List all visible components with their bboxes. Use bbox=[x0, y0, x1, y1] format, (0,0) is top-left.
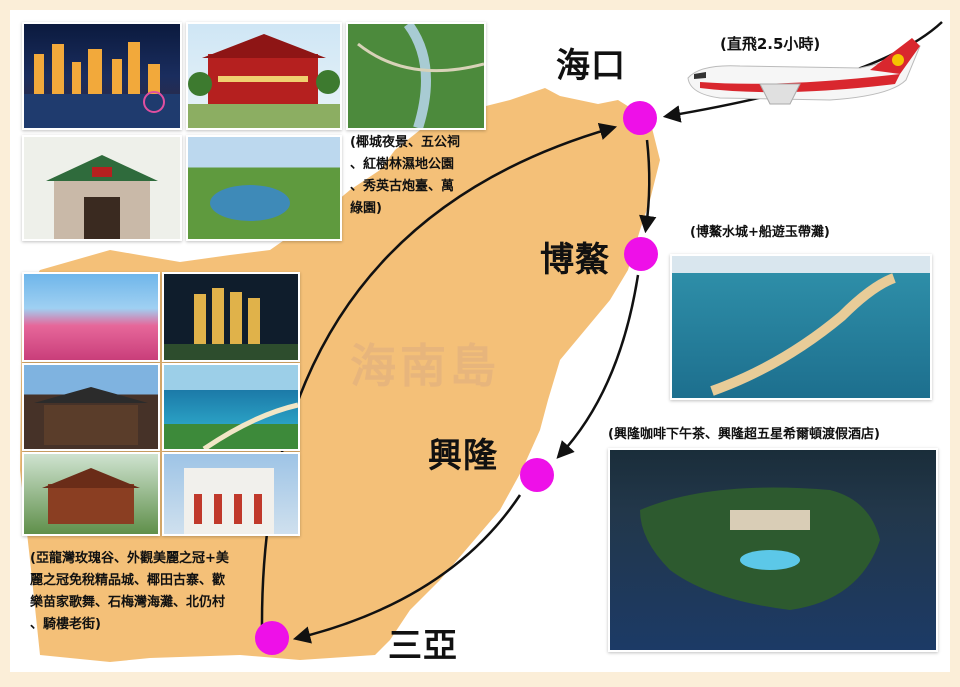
marker-sanya bbox=[255, 621, 289, 655]
photo-rose-valley bbox=[22, 272, 160, 362]
sanya-desc-line: (亞龍灣玫瑰谷、外觀美麗之冠+美 bbox=[30, 551, 229, 566]
xinglong-attractions: (興隆咖啡下午茶、興隆超五星希爾頓渡假酒店) bbox=[608, 427, 880, 442]
photo-mangrove-park bbox=[346, 22, 486, 130]
airplane-graphic bbox=[687, 38, 921, 105]
marker-xinglong bbox=[520, 458, 554, 492]
photo-boao-jade-belt-beach bbox=[670, 254, 932, 400]
photo-shimei-bay bbox=[162, 363, 300, 451]
photo-miao-performance bbox=[22, 452, 160, 536]
photo-city-night bbox=[22, 22, 182, 130]
route-xinglong-sanya bbox=[292, 494, 522, 644]
haikou-desc-line: 綠園) bbox=[350, 201, 382, 216]
photo-crown-hotel bbox=[162, 272, 300, 362]
route-boao-xinglong bbox=[556, 274, 640, 459]
boao-attractions: (博鰲水城+船遊玉帶灘) bbox=[690, 225, 830, 240]
photo-wugong-temple bbox=[186, 22, 342, 130]
marker-boao bbox=[624, 237, 658, 271]
photo-wanlv-park bbox=[186, 135, 342, 241]
haikou-attractions: (椰城夜景、五公祠 、紅樹林濕地公園 、秀英古炮臺、萬 綠園) bbox=[350, 132, 490, 220]
city-label-boao: 博鰲 bbox=[540, 240, 610, 280]
island-name: 海南島 bbox=[350, 339, 500, 393]
city-label-haikou: 海口 bbox=[556, 46, 626, 86]
route-haikou-boao bbox=[639, 139, 657, 234]
sanya-desc-line: 樂苗家歌舞、石梅灣海灘、北仍村 bbox=[30, 595, 226, 610]
haikou-desc-line: 、紅樹林濕地公園 bbox=[350, 157, 455, 172]
sanya-desc-line: 、騎樓老街) bbox=[30, 617, 101, 632]
photo-yetian-village bbox=[22, 363, 160, 451]
photo-xiuying-gate bbox=[22, 135, 182, 241]
marker-haikou bbox=[623, 101, 657, 135]
photo-xinglong-hilton-resort bbox=[608, 448, 938, 652]
sanya-desc-line: 麗之冠免稅精品城、椰田古寨、歡 bbox=[30, 573, 226, 588]
photo-arcade-street bbox=[162, 452, 300, 536]
city-label-sanya: 三亞 bbox=[388, 626, 458, 666]
haikou-desc-line: (椰城夜景、五公祠 bbox=[350, 135, 460, 150]
haikou-desc-line: 、秀英古炮臺、萬 bbox=[350, 179, 455, 194]
city-label-xinglong: 興隆 bbox=[428, 436, 498, 476]
sanya-attractions: (亞龍灣玫瑰谷、外觀美麗之冠+美 麗之冠免稅精品城、椰田古寨、歡 樂苗家歌舞、石… bbox=[30, 548, 260, 636]
flight-duration-note: (直飛2.5小時) bbox=[720, 35, 821, 53]
